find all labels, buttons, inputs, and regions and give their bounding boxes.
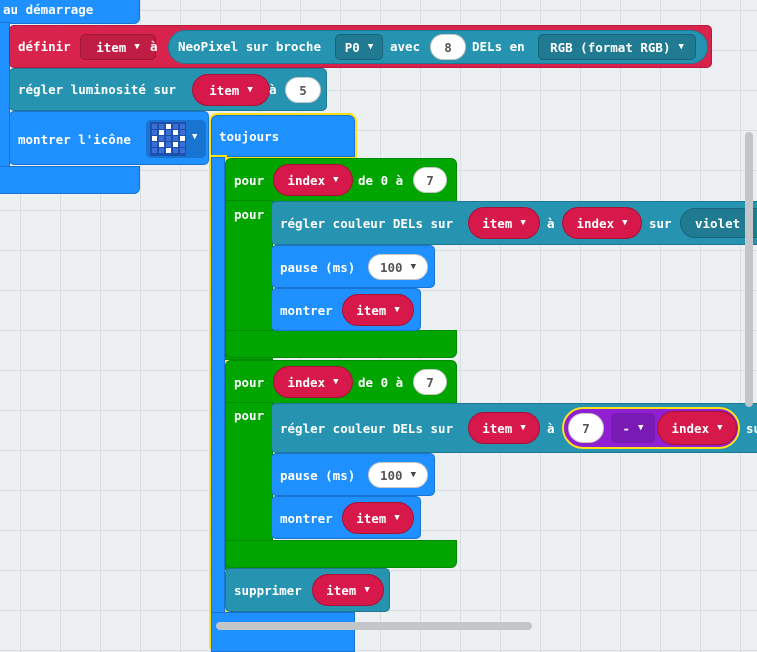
show1-item-pill[interactable]: item▼ <box>342 294 414 326</box>
set2-suffix-label: su <box>746 421 757 436</box>
set-var-dropdown[interactable]: item▼ <box>80 34 156 60</box>
loop2-to-input[interactable]: 7 <box>413 369 447 395</box>
show-number-block-1[interactable]: montrer item▼ <box>271 288 421 331</box>
loop1-to-input[interactable]: 7 <box>413 167 447 193</box>
with-label: avec <box>390 39 421 54</box>
brightness-to-label: à <box>269 82 277 97</box>
show-label: montrer <box>280 511 333 526</box>
pause-block-2[interactable]: pause (ms) 100▼ <box>271 453 435 496</box>
chevron-down-icon: ▼ <box>678 42 684 52</box>
set2-item-pill[interactable]: item▼ <box>468 412 540 444</box>
delete-label: supprimer <box>234 583 302 598</box>
color-dropdown[interactable]: violet <box>680 208 757 238</box>
for-label: pour <box>234 375 265 390</box>
set1-index-pill[interactable]: index▼ <box>562 207 642 239</box>
pause-label: pause (ms) <box>280 260 356 275</box>
operator-dropdown[interactable]: -▼ <box>611 413 655 443</box>
for-label: pour <box>234 173 265 188</box>
set-color-label: régler couleur DELs sur <box>280 421 454 436</box>
vertical-scrollbar[interactable] <box>745 132 753 407</box>
loop1-index-pill[interactable]: index▼ <box>273 164 353 196</box>
set-to-label: à <box>150 39 158 54</box>
pause2-value-input[interactable]: 100▼ <box>368 462 428 488</box>
subtract-left-input[interactable]: 7 <box>568 413 604 443</box>
horizontal-scrollbar[interactable] <box>216 622 532 630</box>
chevron-down-icon: ▼ <box>134 42 140 52</box>
chevron-down-icon: ▼ <box>520 423 526 433</box>
set-color-label: régler couleur DELs sur <box>280 216 454 231</box>
for-loop-1-foot <box>225 330 457 358</box>
pin-dropdown[interactable]: P0▼ <box>335 34 383 60</box>
show-label: montrer <box>280 303 333 318</box>
pause-block-1[interactable]: pause (ms) 100▼ <box>271 245 435 288</box>
icon-dropdown[interactable]: ▼ <box>146 120 206 158</box>
show2-item-pill[interactable]: item▼ <box>342 502 414 534</box>
chevron-down-icon: ▼ <box>520 218 526 228</box>
pause1-value-input[interactable]: 100▼ <box>368 254 428 280</box>
set-neopixel-block[interactable]: définir item▼ à NeoPixel sur broche P0▼ … <box>9 25 712 68</box>
set-led-color-block-1[interactable]: régler couleur DELs sur item▼ à index▼ s… <box>271 201 757 245</box>
forever-body-arm <box>209 155 227 649</box>
for-loop-2-foot <box>225 540 457 568</box>
set2-index-pill[interactable]: index▼ <box>657 411 737 445</box>
forever-foot <box>211 612 355 652</box>
brightness-value-input[interactable]: 5 <box>285 77 321 103</box>
delete-item-pill[interactable]: item▼ <box>312 574 384 606</box>
led-count-input[interactable]: 8 <box>430 34 466 60</box>
for-loop-1[interactable]: pour index▼ de 0 à 7 <box>225 158 457 202</box>
forever-block[interactable]: toujours <box>209 113 357 159</box>
set-label: définir <box>18 39 71 54</box>
neopixel-label: NeoPixel sur broche <box>178 39 321 54</box>
chevron-down-icon: ▼ <box>638 423 644 433</box>
brightness-var-pill[interactable]: item▼ <box>192 74 270 106</box>
chevron-down-icon: ▼ <box>192 132 198 142</box>
chevron-down-icon: ▼ <box>333 377 339 387</box>
loop2-index-pill[interactable]: index▼ <box>273 366 353 398</box>
led-matrix-icon <box>150 122 186 156</box>
show-icon-block[interactable]: montrer l'icône ▼ <box>9 111 209 165</box>
set2-at-label: à <box>547 421 555 436</box>
set1-item-pill[interactable]: item▼ <box>468 207 540 239</box>
mode-dropdown[interactable]: RGB (format RGB)▼ <box>538 34 696 60</box>
show-number-block-2[interactable]: montrer item▼ <box>271 496 421 539</box>
chevron-down-icon: ▼ <box>410 470 416 480</box>
chevron-down-icon: ▼ <box>394 513 400 523</box>
pause-label: pause (ms) <box>280 468 356 483</box>
chevron-down-icon: ▼ <box>333 175 339 185</box>
chevron-down-icon: ▼ <box>367 42 374 52</box>
do-label: pour <box>234 408 265 423</box>
chevron-down-icon: ▼ <box>364 585 370 595</box>
on-start-foot <box>0 166 140 194</box>
on-start-label: au démarrage <box>3 2 94 17</box>
set1-at-label: à <box>547 216 555 231</box>
chevron-down-icon: ▼ <box>247 85 253 95</box>
brightness-label: régler luminosité sur <box>18 82 177 97</box>
chevron-down-icon: ▼ <box>394 305 400 315</box>
set-led-color-block-2[interactable]: régler couleur DELs sur item▼ à 7 -▼ ind… <box>271 403 757 453</box>
delete-block[interactable]: supprimer item▼ <box>225 568 390 612</box>
set-brightness-block[interactable]: régler luminosité sur item▼ à 5 <box>9 68 327 111</box>
do-label: pour <box>234 207 265 222</box>
show-icon-label: montrer l'icône <box>18 132 131 147</box>
forever-label: toujours <box>219 129 280 144</box>
loop2-from-label: de 0 à <box>358 375 404 390</box>
chevron-down-icon: ▼ <box>717 423 723 433</box>
on-start-hat[interactable]: au démarrage <box>0 0 140 24</box>
leds-in-label: DELs en <box>472 39 525 54</box>
chevron-down-icon: ▼ <box>622 218 628 228</box>
set1-on-label: sur <box>649 216 672 231</box>
chevron-down-icon: ▼ <box>410 262 416 272</box>
loop1-from-label: de 0 à <box>358 173 404 188</box>
for-loop-2[interactable]: pour index▼ de 0 à 7 <box>225 360 457 404</box>
